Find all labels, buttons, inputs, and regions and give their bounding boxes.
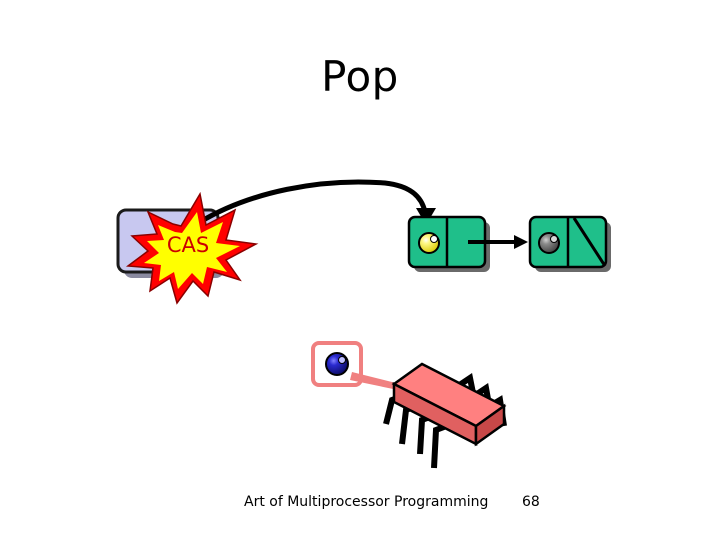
list-node-1 (407, 215, 490, 272)
next-pointer-arrow (468, 235, 528, 249)
cas-burst: CAS (125, 191, 259, 305)
thread-chip (383, 362, 507, 469)
top-to-node-arrow (197, 179, 436, 225)
null-pointer-slash (572, 217, 607, 267)
slide-title: Pop (321, 52, 399, 101)
local-value-blue (325, 352, 349, 376)
cas-label: CAS (167, 233, 209, 257)
thread-local-value (311, 341, 400, 390)
list-node-2 (528, 215, 611, 272)
footer-text: Art of Multiprocessor Programming (244, 494, 489, 510)
page-number: 68 (522, 494, 540, 510)
